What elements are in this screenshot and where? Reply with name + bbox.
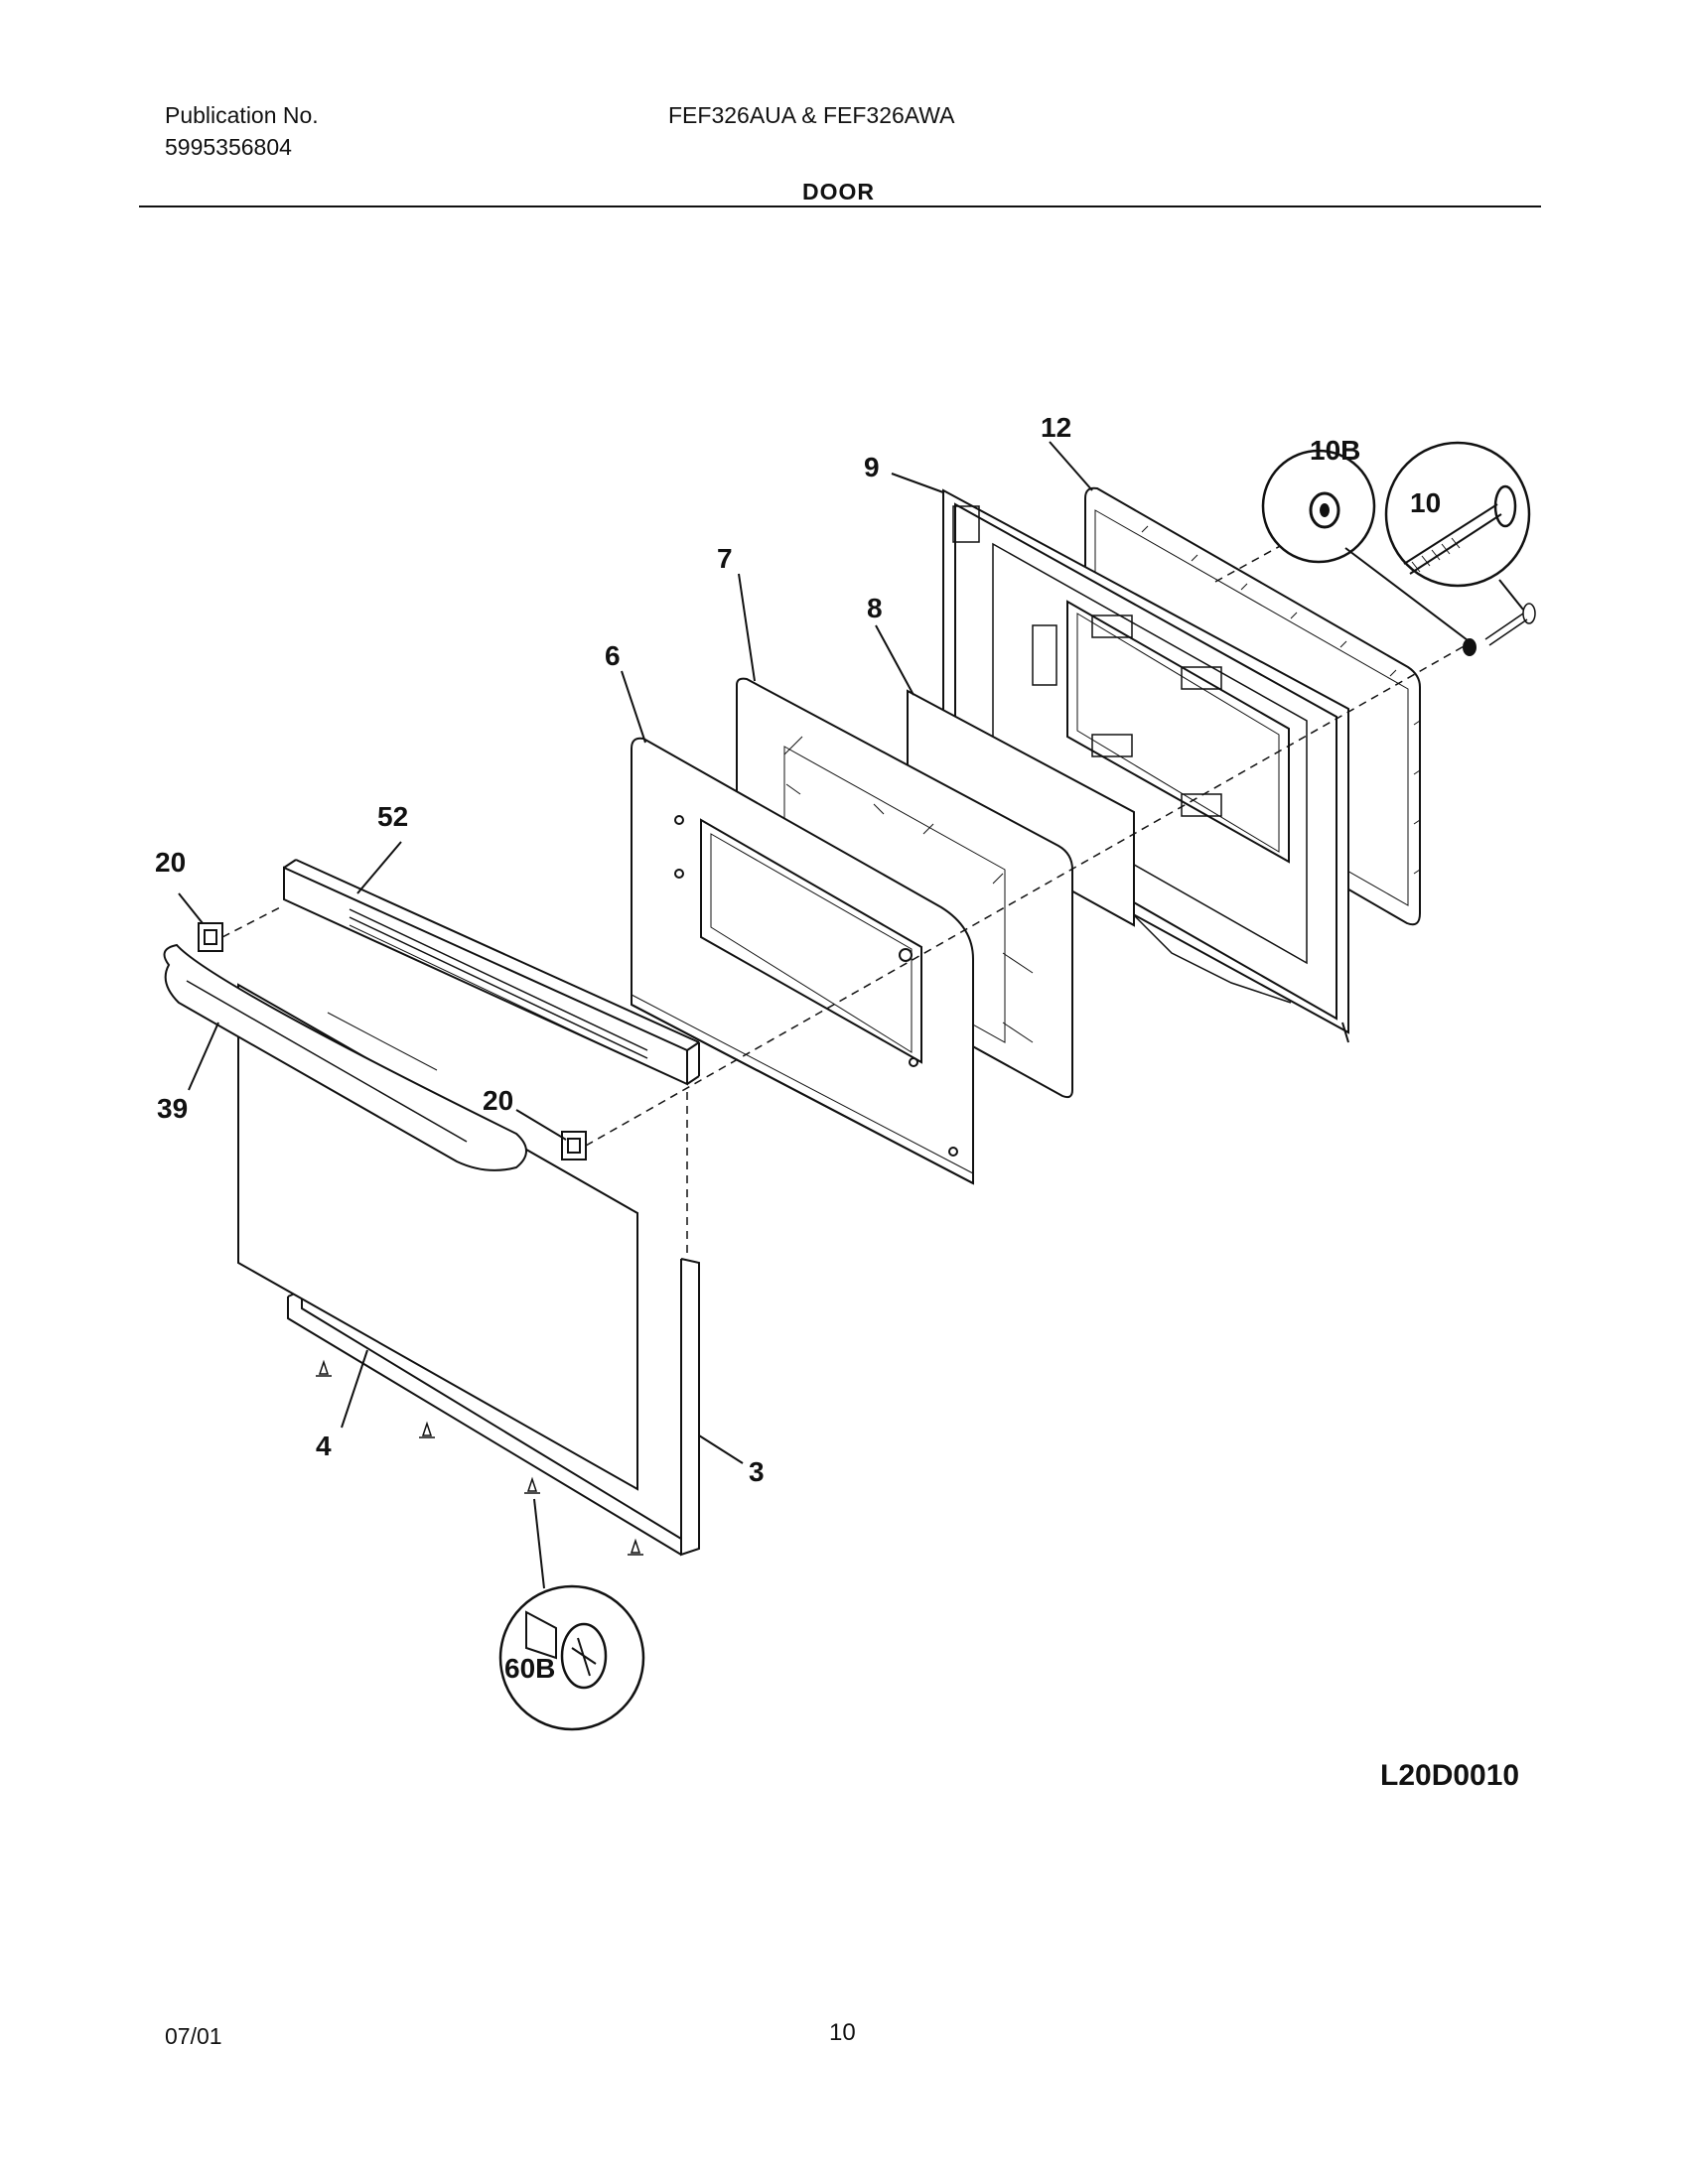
callout-4: 4	[316, 1431, 332, 1461]
callout-6: 6	[605, 640, 621, 671]
callout-10: 10	[1410, 487, 1441, 518]
publication-number: 5995356804	[165, 134, 292, 160]
model-numbers: FEF326AUA & FEF326AWA	[668, 102, 955, 128]
page-number: 10	[829, 2019, 856, 2046]
part-6-door-panel	[632, 739, 973, 1183]
callout-8: 8	[867, 593, 883, 623]
callout-60b: 60B	[504, 1653, 555, 1684]
part-52-door-trim	[284, 860, 699, 1084]
header-rule	[139, 205, 1541, 207]
part-10-bolt	[1485, 604, 1535, 645]
part-20-handle-end-cap-left	[199, 923, 222, 951]
callout-52: 52	[377, 801, 408, 832]
publication-label: Publication No.	[165, 102, 319, 128]
diagram-code: L20D0010	[1380, 1759, 1520, 1792]
part-20-handle-end-cap-right	[562, 1132, 586, 1160]
detail-60b-screw	[500, 1586, 643, 1729]
callout-10b: 10B	[1310, 435, 1360, 466]
section-title: DOOR	[802, 179, 875, 205]
callout-3: 3	[749, 1456, 765, 1487]
callout-39: 39	[157, 1093, 188, 1124]
part-60b-screws	[316, 1362, 643, 1555]
callout-20-left: 20	[155, 847, 186, 878]
footer-date: 07/01	[165, 2023, 222, 2049]
callout-9: 9	[864, 452, 880, 482]
callout-12: 12	[1041, 412, 1071, 443]
callout-7: 7	[717, 543, 733, 574]
detail-10b-washer	[1263, 451, 1374, 562]
callout-20-right: 20	[483, 1085, 513, 1116]
detail-10-bolt	[1386, 443, 1529, 586]
part-8-inner-glass	[908, 691, 1134, 925]
part-39-door-handle	[165, 945, 527, 1170]
part-9-inner-door-liner	[943, 490, 1348, 1042]
part-10b-washer	[1464, 639, 1476, 655]
